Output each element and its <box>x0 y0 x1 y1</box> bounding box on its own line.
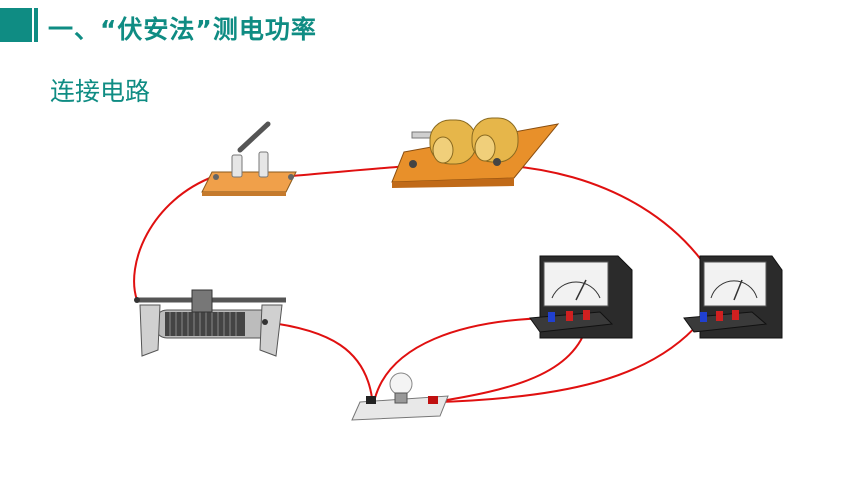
wire-switch-to-battery <box>291 165 411 177</box>
wire-lamp-to-meter-left-2 <box>434 321 589 403</box>
slide-subtitle: 连接电路 <box>50 77 151 106</box>
header-accent-square <box>0 8 32 42</box>
wire-rheostat-to-lamp <box>264 321 373 399</box>
battery-holder-icon <box>391 117 560 188</box>
wires <box>133 164 734 403</box>
meter-icon <box>683 255 783 339</box>
slide-title: 一、“伏安法”测电功率 <box>48 15 317 44</box>
header-accent-bar <box>34 8 38 42</box>
wire-lamp-to-meter-left <box>374 317 551 399</box>
sliding-rheostat-icon <box>134 289 286 357</box>
meter-icon <box>529 255 633 339</box>
knife-switch-icon <box>201 121 297 196</box>
wire-switch-to-rheostat <box>133 175 216 301</box>
wire-lamp-to-meter-right <box>437 321 701 403</box>
light-bulb-icon <box>351 372 449 421</box>
